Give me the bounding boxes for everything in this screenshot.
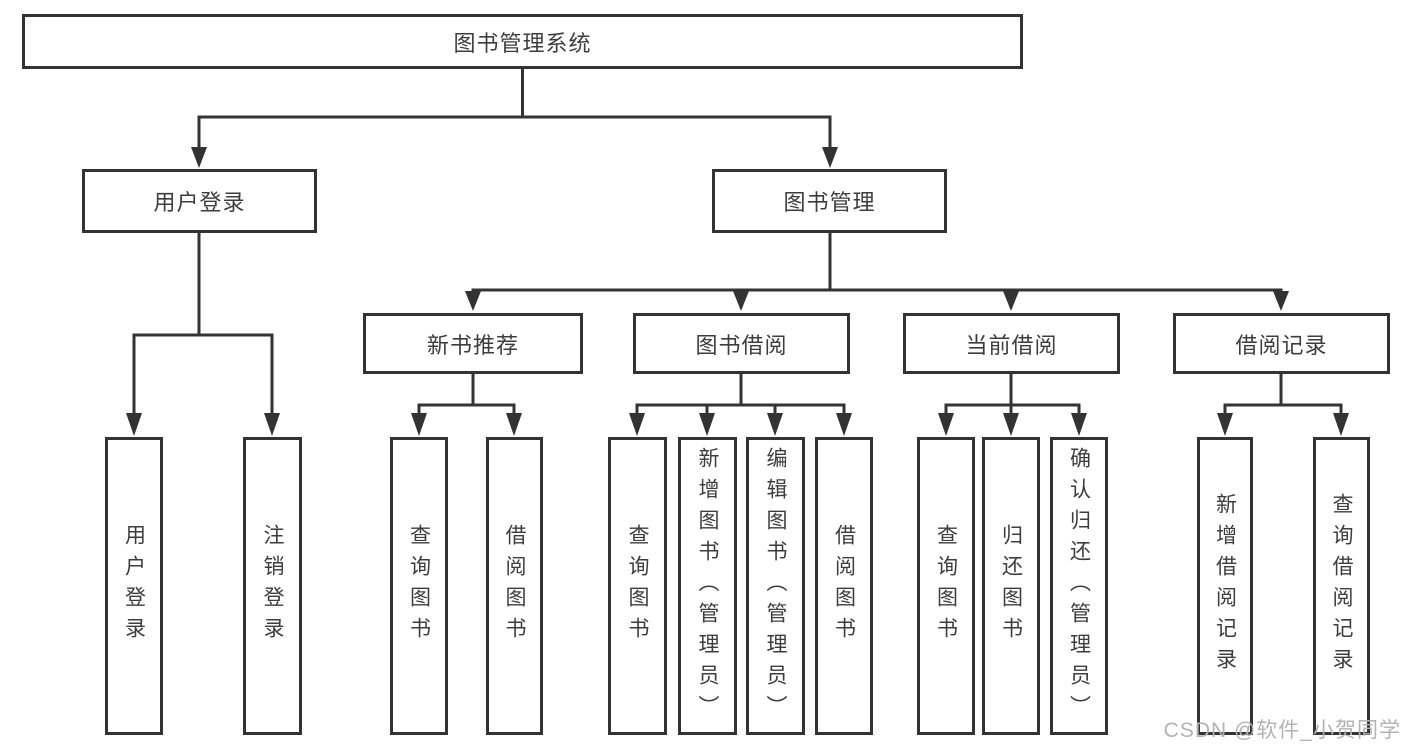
leaf-current-confirm-return-admin: 确认归还（管理员） [1050, 437, 1108, 735]
leaf-recommend-borrow-book: 借阅图书 [486, 437, 543, 735]
node-new-book-recommend: 新书推荐 [363, 313, 583, 374]
leaf-borrow-add-book-admin: 新增图书（管理员） [678, 437, 737, 735]
node-book-borrow: 图书借阅 [633, 313, 850, 374]
leaf-borrow-edit-book-admin: 编辑图书（管理员） [746, 437, 805, 735]
leaf-logout: 注销登录 [243, 437, 302, 735]
csdn-watermark: CSDN @软件_小贺同学 [1163, 719, 1401, 742]
leaf-borrow-borrow-book: 借阅图书 [815, 437, 873, 735]
leaf-user-login: 用户登录 [105, 437, 163, 735]
leaf-records-query-record: 查询借阅记录 [1313, 437, 1370, 735]
node-library-management-system: 图书管理系统 [22, 14, 1023, 69]
leaf-current-return-book: 归还图书 [982, 437, 1040, 735]
node-book-management: 图书管理 [712, 169, 947, 233]
leaf-borrow-query-book: 查询图书 [608, 437, 667, 735]
arrowhead-icons [126, 147, 1349, 436]
node-user-login: 用户登录 [82, 169, 317, 233]
node-borrow-records: 借阅记录 [1173, 313, 1390, 374]
leaf-current-query-book: 查询图书 [917, 437, 975, 735]
leaf-records-add-record: 新增借阅记录 [1197, 437, 1253, 735]
node-current-borrow: 当前借阅 [903, 313, 1120, 374]
leaf-recommend-query-book: 查询图书 [390, 437, 448, 735]
